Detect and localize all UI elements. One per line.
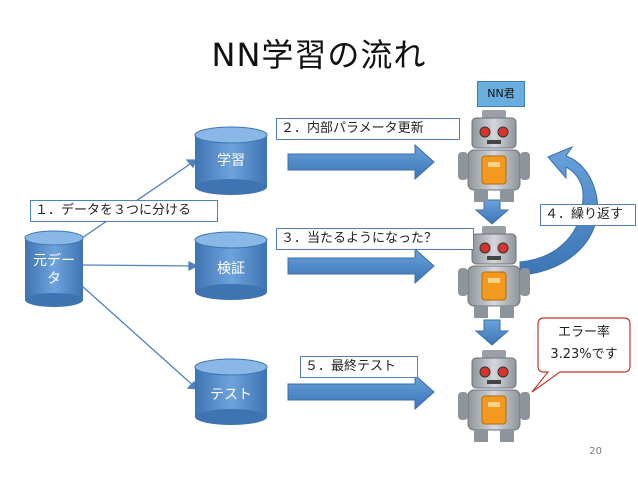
step-label-check: ３．当たるようになった？ [276,228,474,250]
connector-arrowhead-train [185,159,197,169]
page-number: 20 [589,446,602,457]
callout-line-2: 3.23%です [550,347,618,362]
cylinder-test [194,358,268,425]
callout-bubble [531,317,631,393]
cylinder-train [194,126,268,195]
robot-2 [458,226,530,318]
step-label-final-test: ５．最終テスト [300,356,418,378]
robot-1 [458,110,530,202]
callout-error-rate: エラー率 3.23%です [538,322,630,366]
nn-kun-label: NN君 [477,81,525,107]
callout-line-1: エラー率 [557,325,610,340]
block-arrow-train [287,143,435,181]
connector-lines [81,159,199,390]
connector-to-train [81,159,197,239]
cylinder-source [24,230,84,307]
repeat-curved-arrow [519,145,599,276]
cylinder-label-source: 元デー タ [33,253,75,287]
slide-title: NN学習の流れ [211,36,427,74]
connector-to-test [81,285,197,389]
step-label-update: ２．内部パラメータ更新 [276,118,460,140]
down-arrow-2 [474,319,510,346]
down-arrow-1 [474,199,510,225]
cylinder-label-train: 学習 [217,153,245,169]
robot-3 [458,350,530,442]
cylinder-label-validate: 検証 [217,261,245,277]
step-label-split: １．データを３つに分ける [30,200,218,222]
block-arrow-test [287,373,435,411]
block-arrow-validate [287,247,435,285]
cylinder-validate [194,231,268,300]
connector-to-validate [81,264,197,267]
cylinder-label-test: テスト [210,387,252,403]
connector-arrowhead-validate [188,260,199,272]
step-label-repeat: ４．繰り返す [540,204,636,226]
